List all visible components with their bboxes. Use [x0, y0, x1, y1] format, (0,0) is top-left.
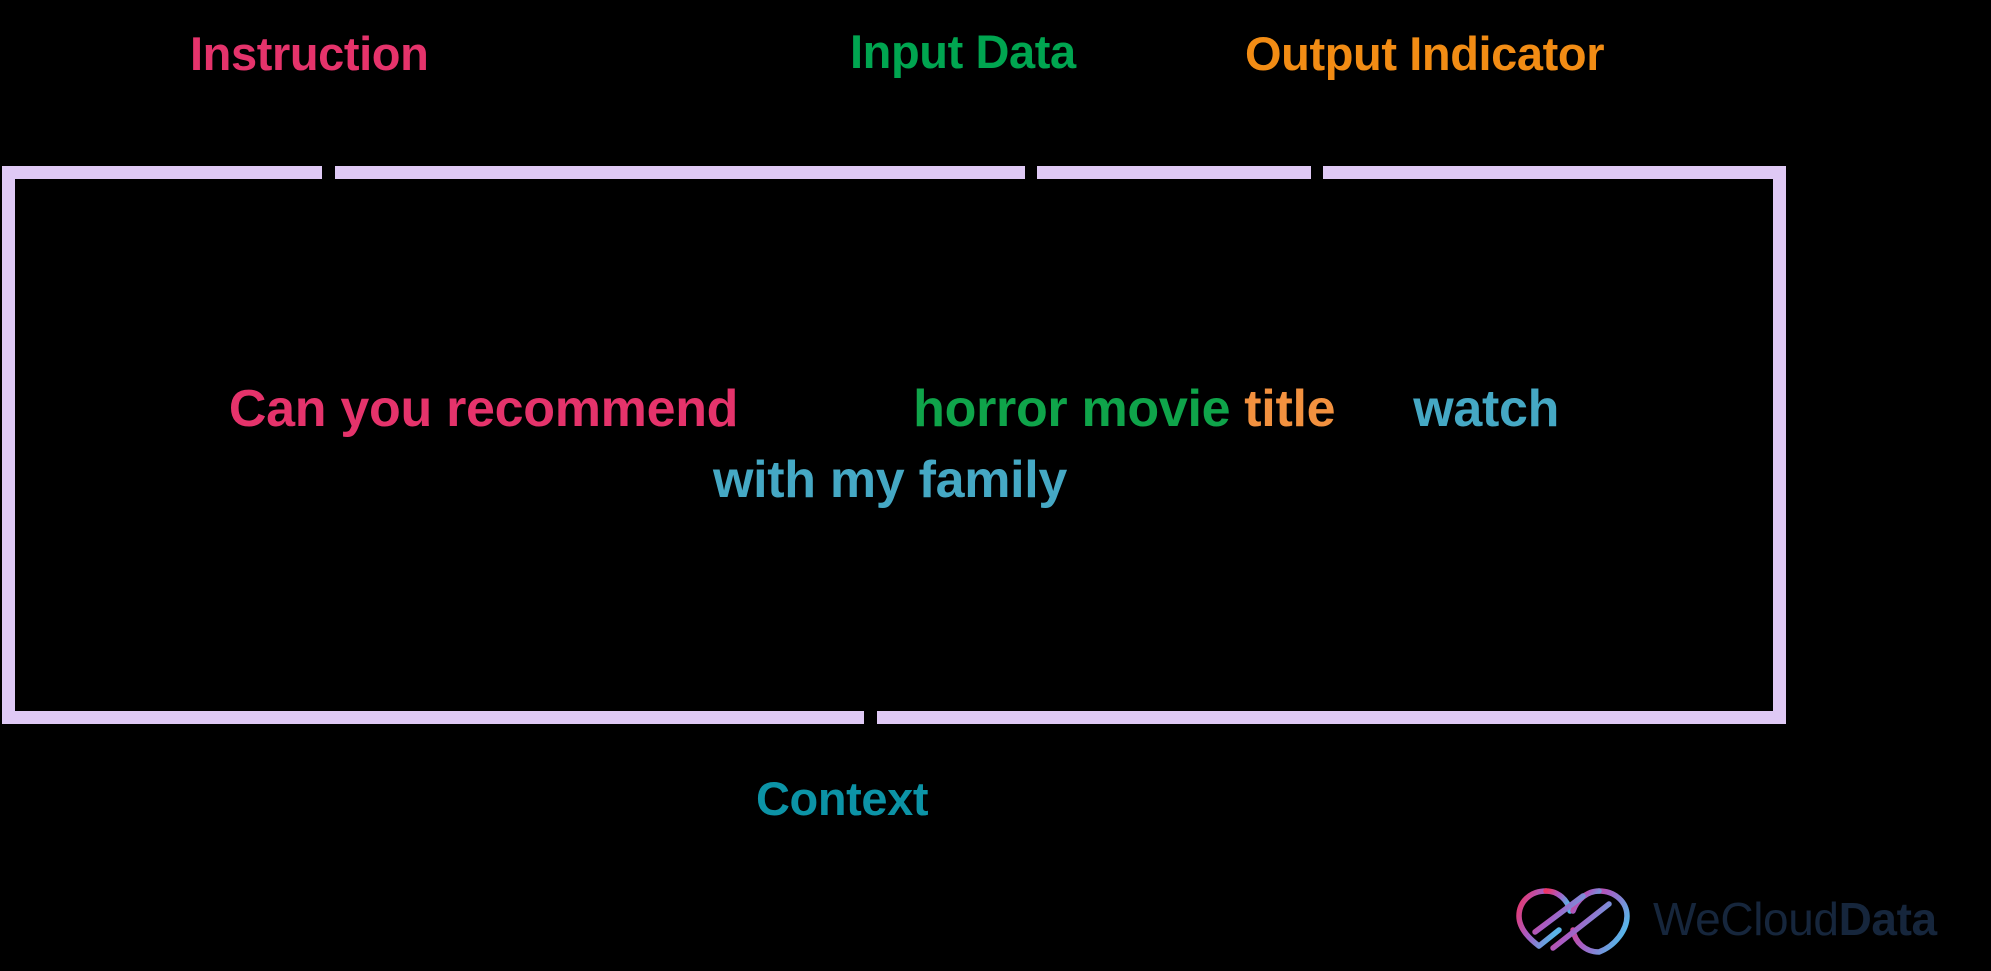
label-context: Context [756, 772, 929, 825]
wecclouddata-logo-icon [1516, 888, 1630, 955]
frame-right-border [1773, 166, 1786, 724]
wecclouddata-logo: WeCloudData [1513, 882, 1937, 956]
prompt-frame [2, 166, 1786, 724]
prompt-token-input-data: horror movie [913, 379, 1231, 438]
frame-top-segment-1 [2, 166, 322, 179]
prompt-line-2: with my family [713, 450, 1067, 511]
frame-bottom-segment-2 [877, 711, 1786, 724]
prompt-token-instruction: Can you recommend [228, 379, 739, 438]
prompt-sentence: Can you recommend horror movie title wat… [2, 166, 1786, 724]
frame-top-segment-4 [1323, 166, 1786, 179]
prompt-token-context-start: watch [1413, 379, 1560, 438]
frame-left-border [2, 166, 15, 724]
wecclouddata-logo-text: WeCloudData [1653, 896, 1937, 942]
prompt-line-1: Can you recommend horror movie title wat… [228, 379, 1560, 440]
label-input-data: Input Data [850, 25, 1076, 78]
prompt-token-output-indicator: title [1244, 379, 1336, 438]
label-output-indicator: Output Indicator [1245, 27, 1605, 80]
frame-top-segment-3 [1037, 166, 1311, 179]
prompt-token-context-end: with my family [712, 451, 1068, 509]
label-instruction: Instruction [190, 27, 429, 80]
logo-text-data: Data [1838, 893, 1938, 945]
frame-top-segment-2 [335, 166, 1025, 179]
logo-text-wecloud: WeCloud [1653, 893, 1839, 945]
frame-bottom-segment-1 [2, 711, 864, 724]
